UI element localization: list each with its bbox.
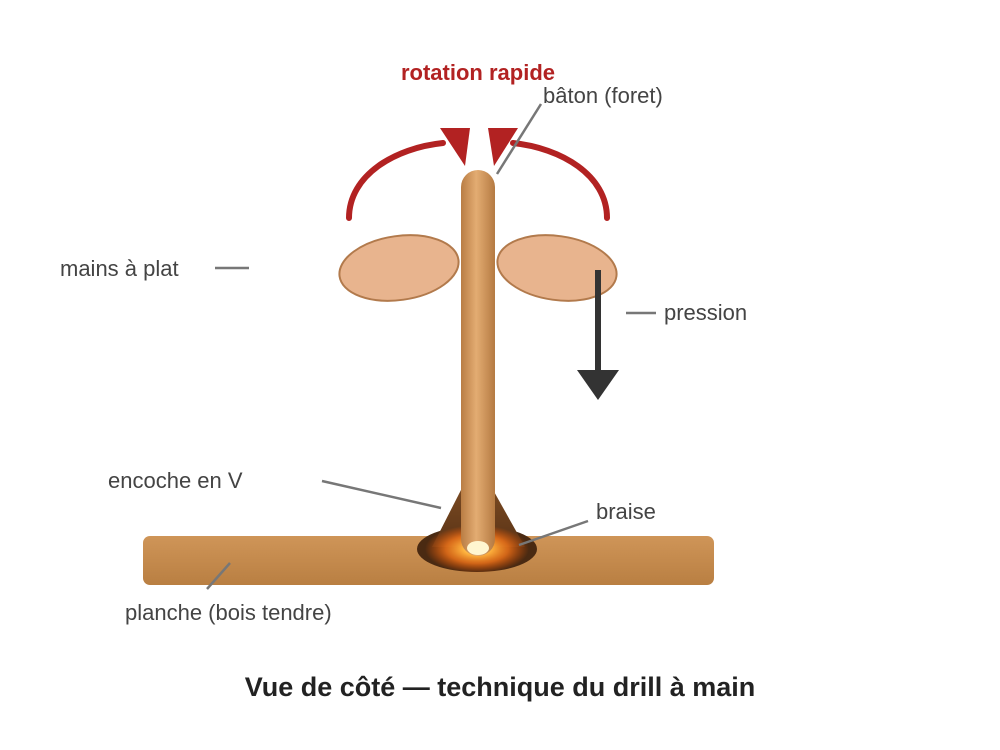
rotation-arrow-right [510,140,610,221]
rotation-label: rotation rapide [401,60,555,85]
left-hand [338,234,460,302]
notch-label: encoche en V [108,468,243,493]
leader-board [206,562,231,590]
pressure-arrowhead [577,370,619,400]
pressure-label: pression [664,300,747,325]
hands-label: mains à plat [60,256,179,281]
rotation-arrow-left [346,140,446,221]
stick-tip-glow [467,541,489,555]
board-label: planche (bois tendre) [125,600,332,625]
rotation-arrowhead-left [440,128,470,166]
ember-label: braise [596,499,656,524]
leader-stick [495,103,543,175]
caption: Vue de côté — technique du drill à main [245,672,756,702]
leader-ember [518,519,589,547]
leader-notch [321,479,442,510]
stick [461,170,495,556]
right-hand [496,234,618,302]
stick-label: bâton (foret) [543,83,663,108]
rotation-arrowhead-right [488,128,518,166]
